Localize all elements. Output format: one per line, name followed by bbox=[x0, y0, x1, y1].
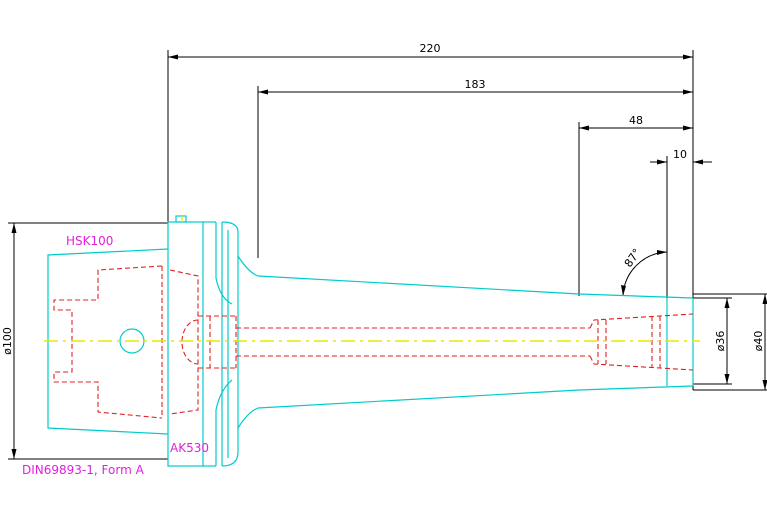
dim-overall-length: 220 bbox=[420, 42, 441, 55]
interface-label: HSK100 bbox=[66, 234, 113, 248]
dim-bore-diameter: ø36 bbox=[714, 331, 727, 352]
dimension-lines bbox=[8, 50, 767, 460]
thread-label: AK530 bbox=[170, 441, 209, 455]
dim-nose-length: 48 bbox=[629, 114, 643, 127]
hidden-lines bbox=[53, 265, 694, 419]
dim-taper-length: 183 bbox=[465, 78, 486, 91]
dim-flange-diameter: ø100 bbox=[1, 327, 14, 355]
dim-bore-depth: 10 bbox=[673, 148, 687, 161]
dim-outer-diameter: ø40 bbox=[752, 331, 765, 352]
dim-angle: 87° bbox=[622, 246, 644, 269]
standard-label: DIN69893-1, Form A bbox=[22, 463, 145, 477]
